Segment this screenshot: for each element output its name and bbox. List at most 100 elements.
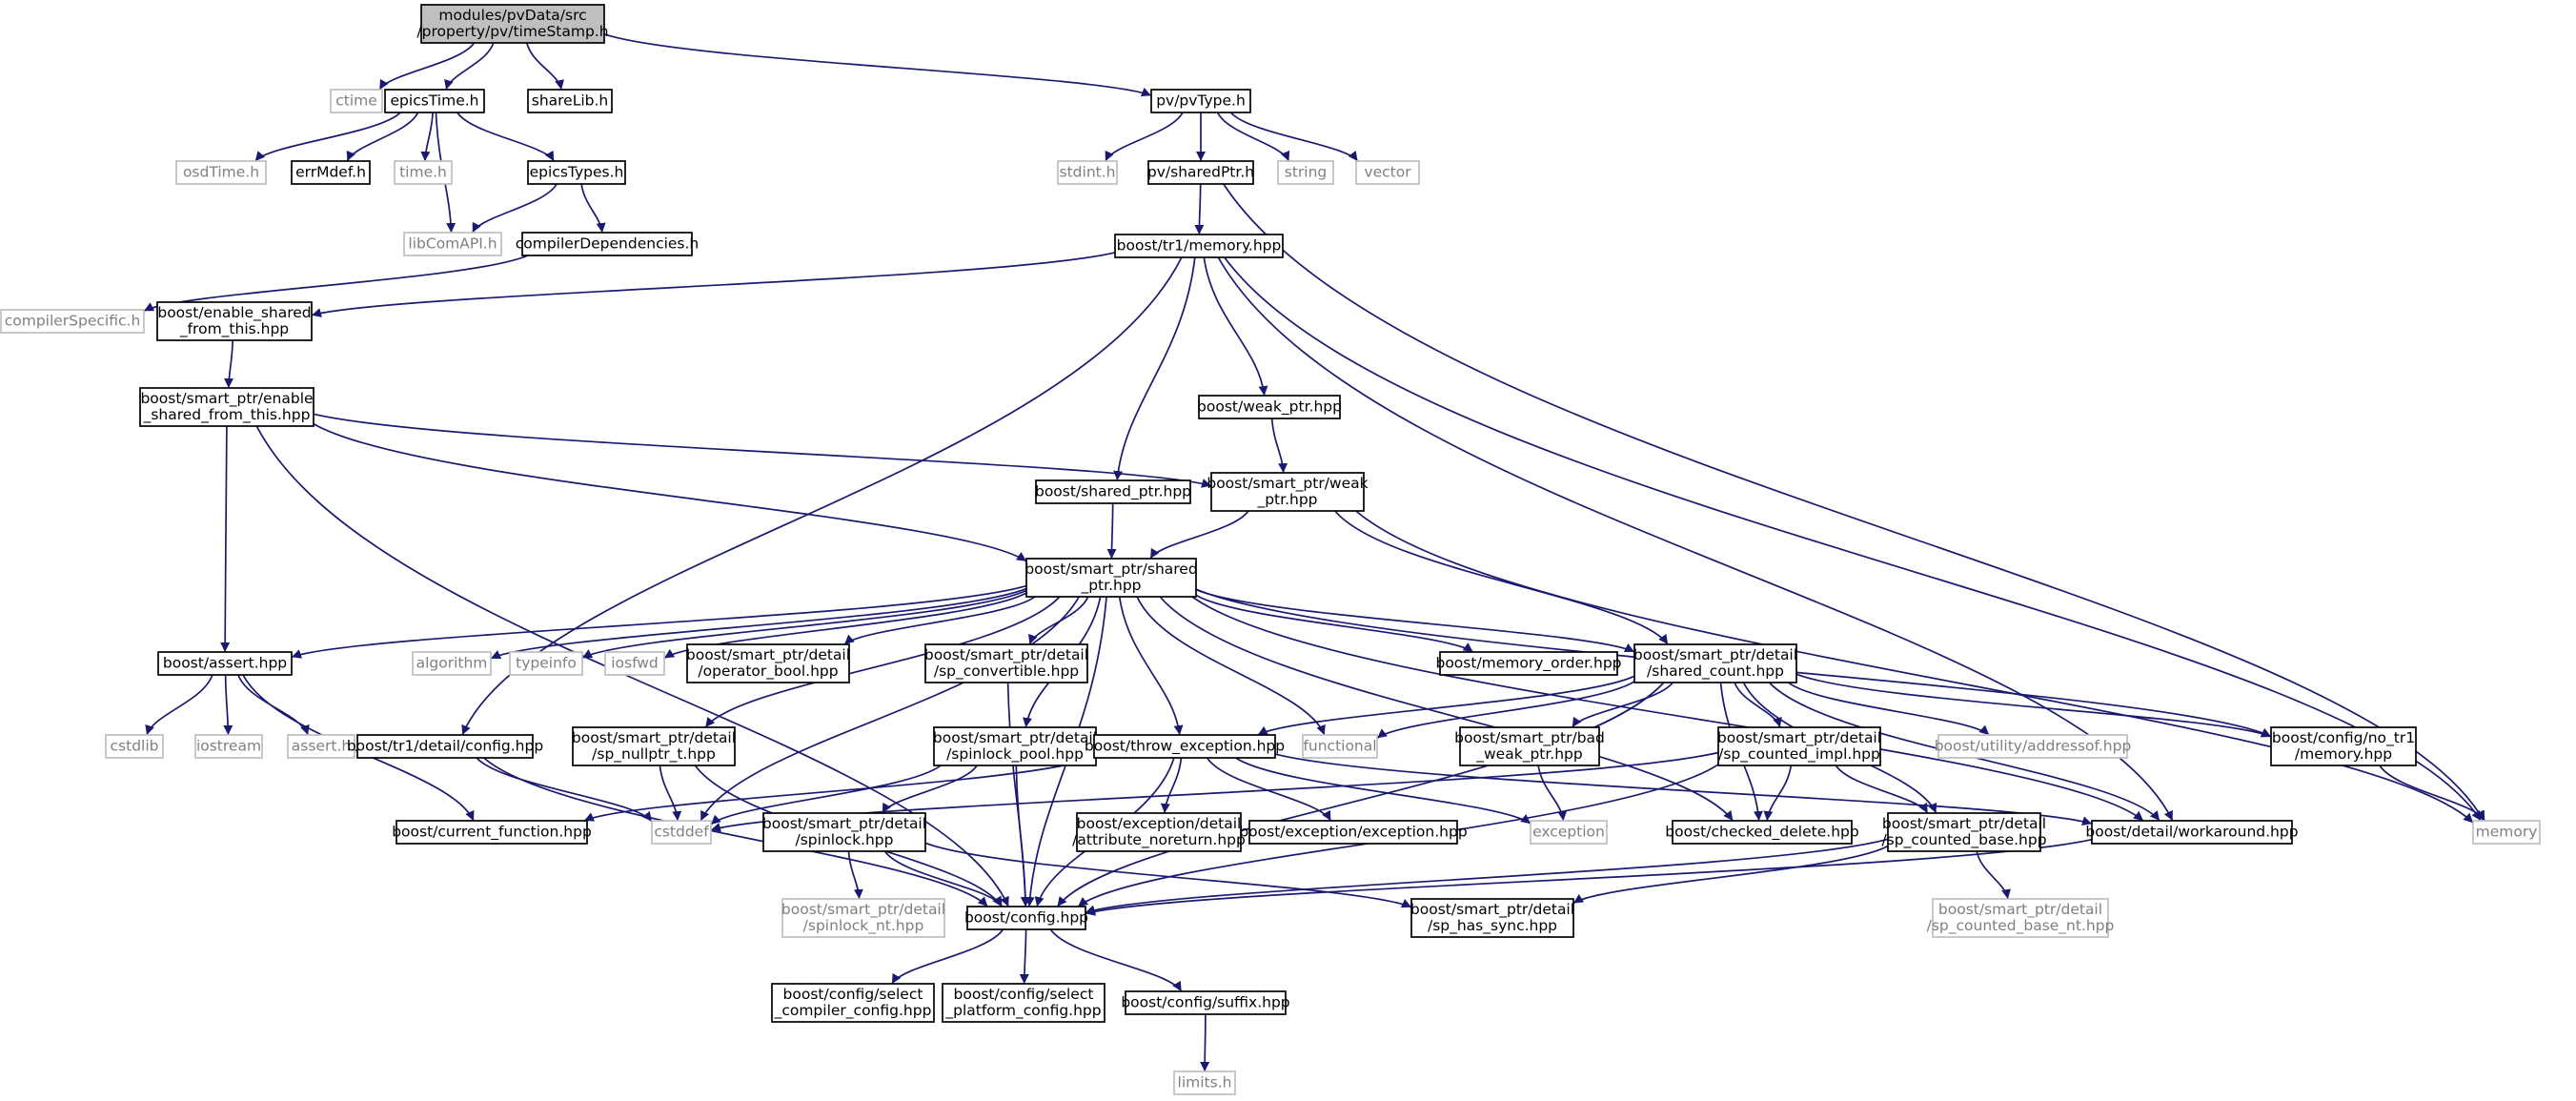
node-spinlock[interactable]: boost/smart_ptr/detail/spinlock.hpp xyxy=(762,812,926,852)
node-pv-type[interactable]: pv/pvType.h xyxy=(1150,89,1251,113)
node-label: _compiler_config.hpp xyxy=(774,1002,932,1020)
node-bad-weak-ptr[interactable]: boost/smart_ptr/bad_weak_ptr.hpp xyxy=(1454,726,1605,766)
node-label: boost/exception/exception.hpp xyxy=(1239,824,1467,841)
edge-sp-counted-base-to-config xyxy=(1085,838,1889,915)
node-label: epicsTypes.h xyxy=(530,164,624,181)
node-label: boost/tr1/memory.hpp xyxy=(1117,237,1282,255)
node-label: assert.h xyxy=(292,738,351,755)
edge-weak-ptr-to-sp-weak-ptr xyxy=(1270,418,1288,474)
node-box xyxy=(924,643,1088,683)
node-operator-bool[interactable]: boost/smart_ptr/detail/operator_bool.hpp xyxy=(686,643,850,683)
node-workaround[interactable]: boost/detail/workaround.hpp xyxy=(2085,820,2299,845)
node-sp-nullptr[interactable]: boost/smart_ptr/detail/sp_nullptr_t.hpp xyxy=(572,726,736,766)
node-time-stamp[interactable]: modules/pvData/src/property/pv/timeStamp… xyxy=(416,4,609,44)
node-label: /sp_convertible.hpp xyxy=(934,663,1079,681)
node-label: boost/smart_ptr/detail xyxy=(572,729,736,747)
node-sp-shared-ptr[interactable]: boost/smart_ptr/shared_ptr.hpp xyxy=(1024,558,1198,598)
edge-sp-shared-ptr-to-workaround xyxy=(1191,596,2144,822)
node-box xyxy=(771,983,935,1023)
node-box xyxy=(1277,160,1334,185)
node-shared-count[interactable]: boost/smart_ptr/detail/shared_count.hpp xyxy=(1633,643,1797,683)
node-label: memory xyxy=(2476,824,2538,841)
node-config[interactable]: boost/config.hpp xyxy=(964,906,1088,930)
node-shared-ptr-hpp[interactable]: boost/shared_ptr.hpp xyxy=(1035,479,1191,504)
edge-enable-shared-to-sp-enable-shared xyxy=(224,339,234,389)
edge-assert-to-iostream xyxy=(223,674,233,736)
node-current-function[interactable]: boost/current_function.hpp xyxy=(392,820,592,845)
node-assert[interactable]: boost/assert.hpp xyxy=(157,651,293,676)
node-label: /sp_nullptr_t.hpp xyxy=(592,745,716,764)
node-box xyxy=(933,726,1097,766)
node-label: /spinlock_nt.hpp xyxy=(803,917,924,935)
node-box xyxy=(194,734,263,759)
node-box xyxy=(2091,820,2293,845)
node-compiler-specific: compilerSpecific.h xyxy=(0,309,145,334)
node-err-mdef[interactable]: errMdef.h xyxy=(291,160,371,185)
node-sp-has-sync[interactable]: boost/smart_ptr/detail/sp_has_sync.hpp xyxy=(1410,898,1574,938)
node-box xyxy=(1150,89,1251,113)
node-epics-types[interactable]: epicsTypes.h xyxy=(527,160,626,185)
node-algorithm: algorithm xyxy=(412,651,492,676)
edge-spinlock-to-sp-has-sync xyxy=(924,842,1412,908)
node-select-platform[interactable]: boost/config/select_platform_config.hpp xyxy=(942,983,1105,1023)
node-epics-time[interactable]: epicsTime.h xyxy=(384,89,485,113)
node-label: typeinfo xyxy=(516,655,577,672)
edge-sp-enable-shared-to-sp-weak-ptr xyxy=(313,413,1212,488)
node-enable-shared[interactable]: boost/enable_shared_from_this.hpp xyxy=(156,301,313,341)
node-weak-ptr[interactable]: boost/weak_ptr.hpp xyxy=(1197,395,1342,419)
node-box xyxy=(156,301,313,341)
node-memory-order[interactable]: boost/memory_order.hpp xyxy=(1435,651,1622,676)
node-sp-convertible[interactable]: boost/smart_ptr/detail/sp_convertible.hp… xyxy=(924,643,1088,683)
node-label: boost/weak_ptr.hpp xyxy=(1197,398,1342,417)
node-label: boost/smart_ptr/detail xyxy=(1717,729,1881,747)
edge-sp-enable-shared-to-assert xyxy=(220,425,231,653)
node-label: boost/enable_shared xyxy=(157,304,311,322)
node-checked-delete[interactable]: boost/checked_delete.hpp xyxy=(1665,820,1859,845)
node-label: boost/memory_order.hpp xyxy=(1435,655,1621,673)
node-sp-enable-shared[interactable]: boost/smart_ptr/enable_shared_from_this.… xyxy=(139,387,314,427)
node-suffix[interactable]: boost/config/suffix.hpp xyxy=(1121,990,1290,1015)
node-select-compiler[interactable]: boost/config/select_compiler_config.hpp xyxy=(771,983,935,1023)
edge-config-to-select-compiler xyxy=(891,928,1004,985)
node-label: modules/pvData/src xyxy=(438,7,586,24)
node-lib-com-api: libComAPI.h xyxy=(403,232,502,256)
edge-tr1memory-to-enable-shared xyxy=(311,252,1116,317)
node-string: string xyxy=(1277,160,1334,185)
node-label: _from_this.hpp xyxy=(179,320,289,338)
node-sp-counted-impl[interactable]: boost/smart_ptr/detail/sp_counted_impl.h… xyxy=(1717,726,1881,766)
edge-shared-count-to-throw-exception xyxy=(1257,675,1635,736)
node-sp-counted-base[interactable]: boost/smart_ptr/detail/sp_counted_base.h… xyxy=(1881,812,2047,852)
node-label: stdint.h xyxy=(1060,164,1116,181)
node-label: boost/smart_ptr/weak xyxy=(1207,475,1368,493)
node-label: _platform_config.hpp xyxy=(944,1002,1101,1020)
node-tr1memory[interactable]: boost/tr1/memory.hpp xyxy=(1114,234,1284,258)
node-label: algorithm xyxy=(416,655,488,672)
node-sp-weak-ptr[interactable]: boost/smart_ptr/weak_ptr.hpp xyxy=(1207,472,1369,512)
node-box xyxy=(2472,820,2541,845)
node-attr-noreturn[interactable]: boost/exception/detail/attribute_noretur… xyxy=(1072,812,1246,852)
node-no-tr1-memory[interactable]: boost/config/no_tr1/memory.hpp xyxy=(2270,726,2417,766)
node-label: boost/config/no_tr1 xyxy=(2272,729,2415,747)
edge-sp-shared-ptr-to-typeinfo xyxy=(581,589,1027,659)
node-label: boost/detail/workaround.hpp xyxy=(2085,824,2298,841)
node-label: exception xyxy=(1532,824,1605,841)
node-shared-ptr[interactable]: pv/sharedPtr.h xyxy=(1147,160,1254,185)
edge-sp-shared-ptr-to-memory-order xyxy=(1195,594,1474,653)
node-box xyxy=(384,89,485,113)
node-share-lib[interactable]: shareLib.h xyxy=(527,89,613,113)
node-label: boost/smart_ptr/shared xyxy=(1024,561,1197,579)
node-box xyxy=(1057,160,1118,185)
node-label: boost/config/suffix.hpp xyxy=(1121,994,1289,1011)
node-spinlock-pool[interactable]: boost/smart_ptr/detail/spinlock_pool.hpp xyxy=(933,726,1097,766)
node-box xyxy=(396,820,588,845)
node-compiler-dependencies[interactable]: compilerDependencies.h xyxy=(516,232,700,256)
node-label: boost/smart_ptr/detail xyxy=(1633,646,1797,664)
node-box xyxy=(509,651,583,676)
node-throw-exception[interactable]: boost/throw_exception.hpp xyxy=(1085,734,1285,759)
node-box xyxy=(781,898,945,938)
node-box xyxy=(0,309,145,334)
node-exception: exception xyxy=(1530,820,1608,845)
node-exception-hpp[interactable]: boost/exception/exception.hpp xyxy=(1239,820,1468,845)
node-tr1config[interactable]: boost/tr1/detail/config.hpp xyxy=(347,734,543,759)
edge-shared-count-to-config xyxy=(1056,682,1665,907)
